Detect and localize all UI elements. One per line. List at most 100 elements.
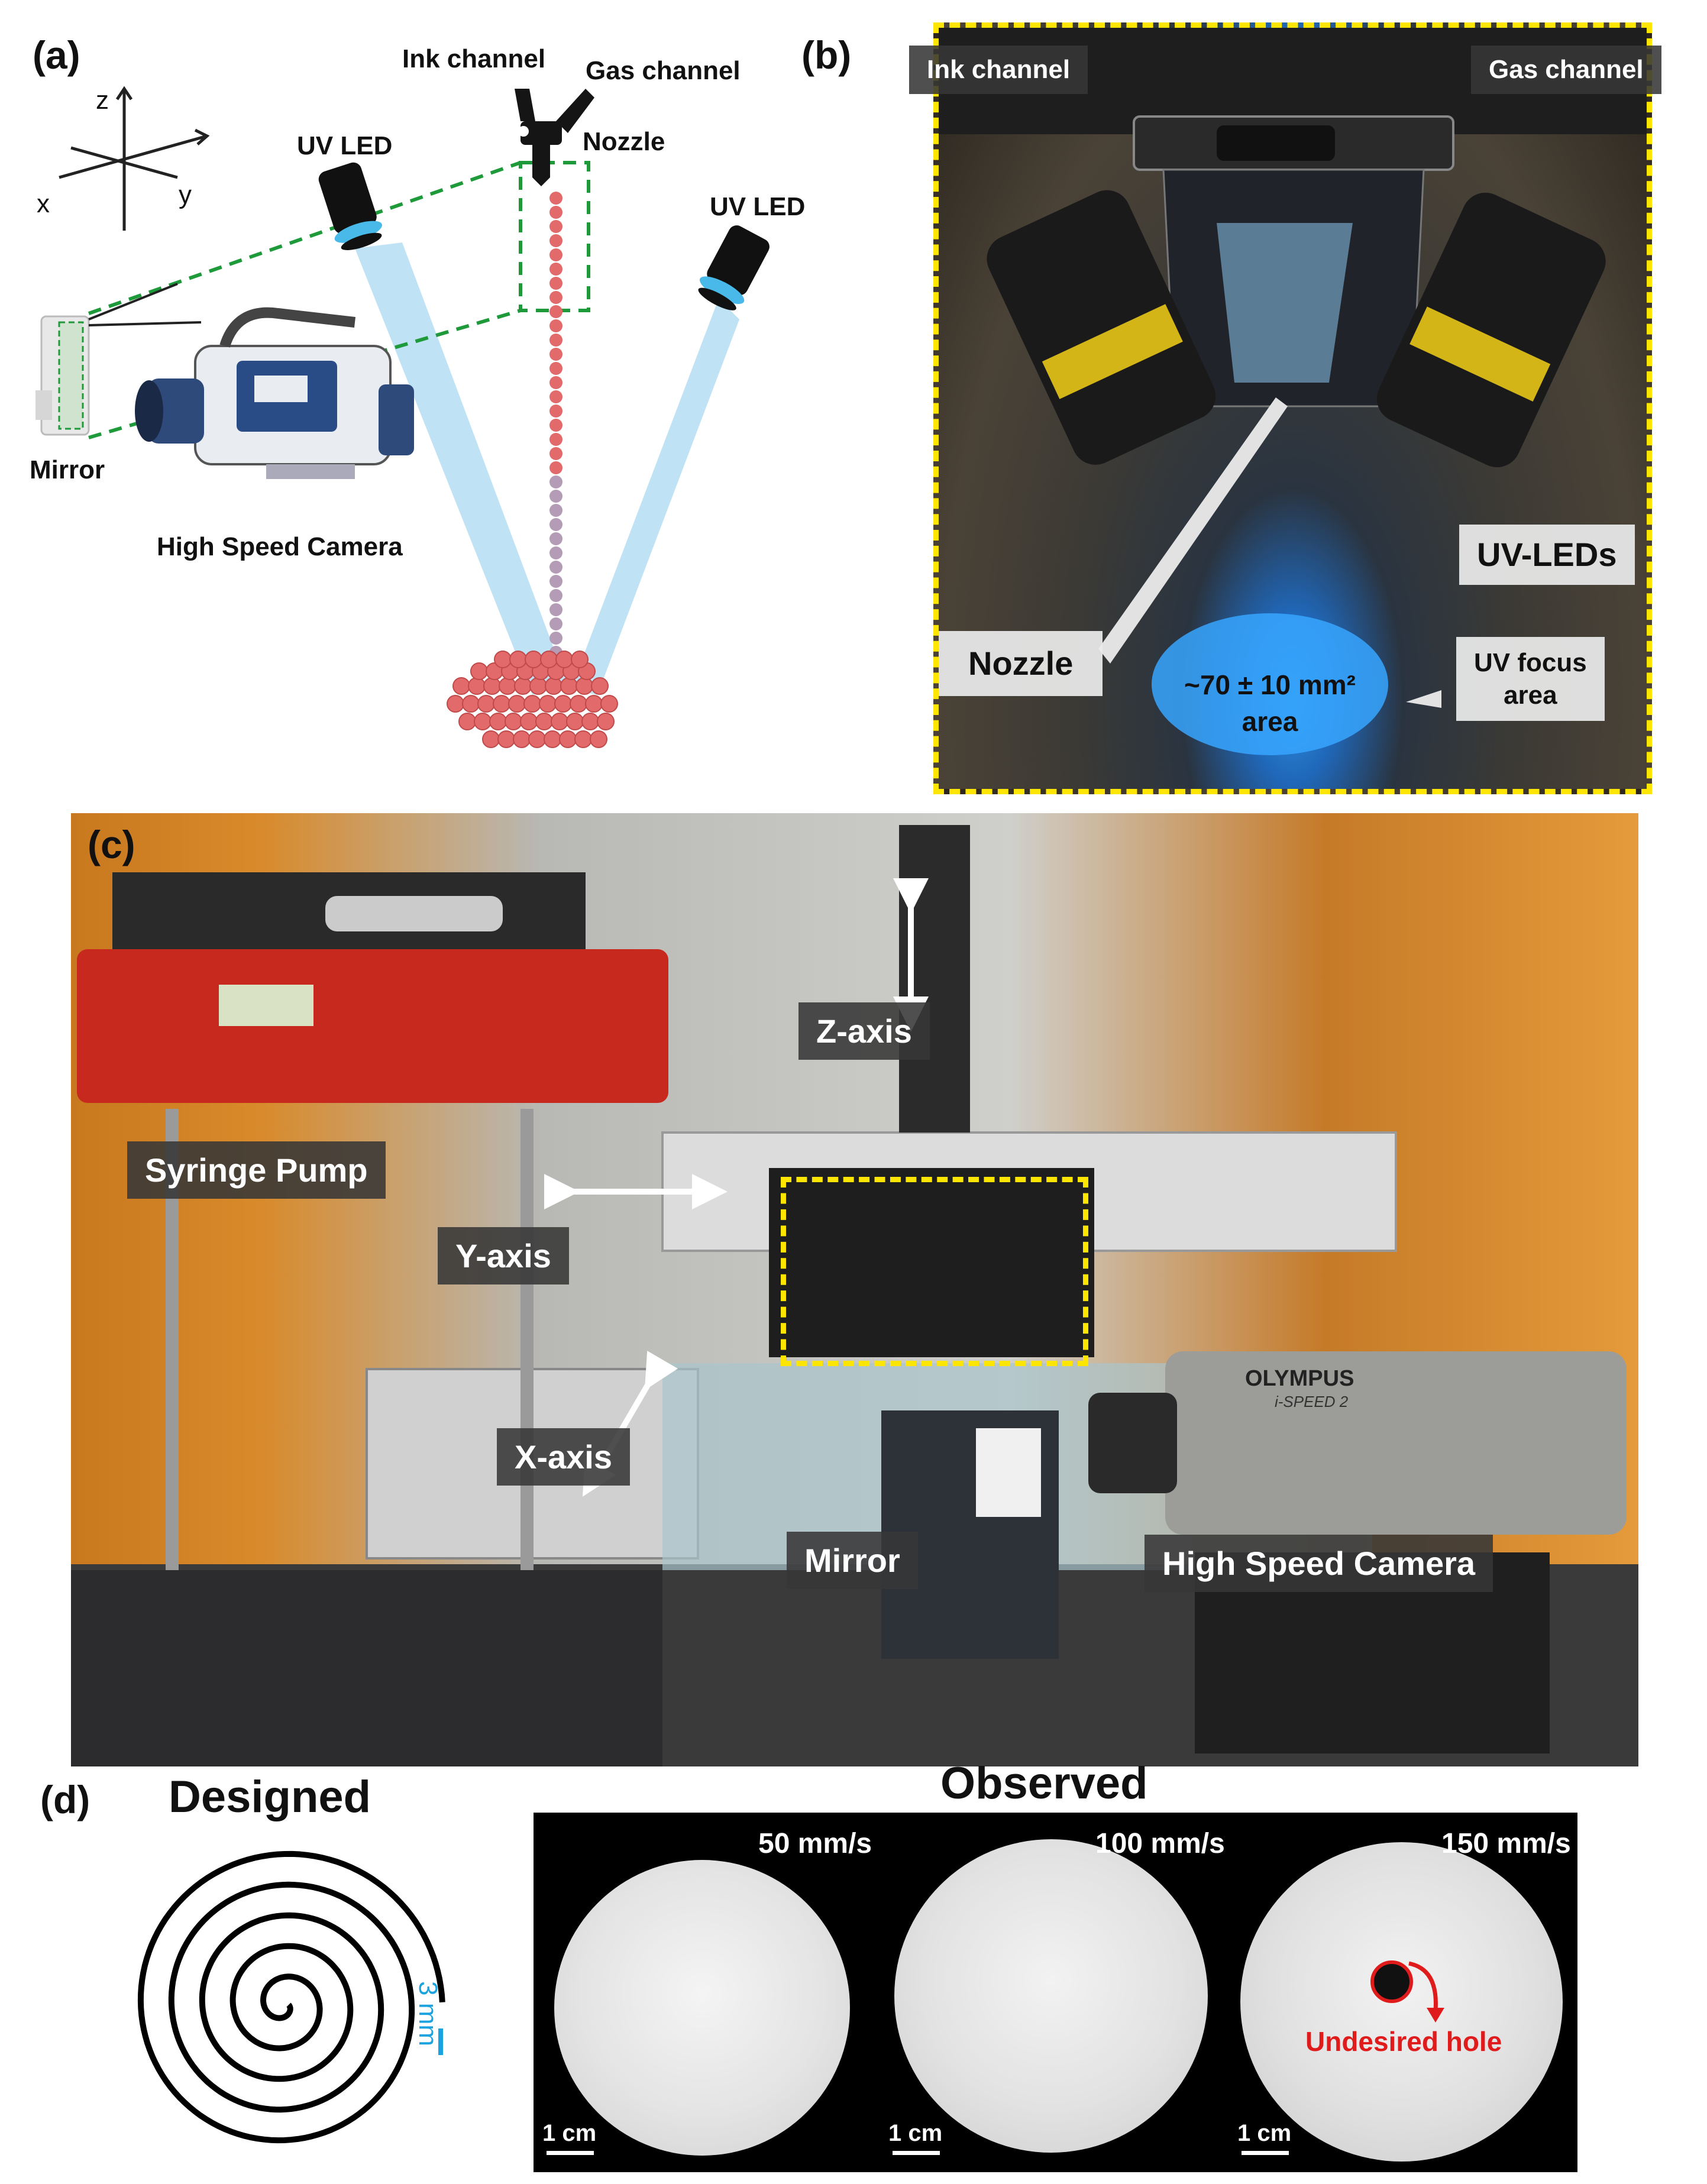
uv-led-right-label: UV LED <box>710 192 806 221</box>
panel-c-letter: (c) <box>88 823 135 866</box>
speed-label-50: 50 mm/s <box>758 1828 872 1859</box>
droplet <box>549 291 562 304</box>
high-speed-camera-icon <box>135 307 414 479</box>
axis-label-z: z <box>96 86 109 115</box>
pile-droplet <box>509 651 527 668</box>
droplet-stream <box>549 192 562 673</box>
pile-droplet <box>508 695 526 713</box>
pile-droplet <box>574 730 592 748</box>
scale-bar-150 <box>1242 2151 1289 2155</box>
area-word-text: area <box>1242 706 1298 737</box>
uv-focus-line1: UV focus <box>1474 648 1587 677</box>
scale-label-150: 1 cm <box>1237 2120 1292 2146</box>
pile-droplet <box>555 651 573 668</box>
photo-c-syringe-pump-label: Syringe Pump <box>127 1141 386 1199</box>
pile-droplet <box>470 662 488 680</box>
droplet <box>549 617 562 630</box>
sample-100: 100 mm/s 1 cm <box>882 1813 1230 2172</box>
photo-c-y-axis-label: Y-axis <box>438 1227 569 1284</box>
pile-droplet <box>554 695 572 713</box>
pile-droplet <box>505 713 522 730</box>
coordinate-axes <box>59 86 210 231</box>
designed-spiral <box>137 1850 445 2144</box>
sample-150: Undesired hole 150 mm/s 1 cm <box>1231 1813 1577 2172</box>
photo-c-z-axis-label: Z-axis <box>798 1002 930 1060</box>
foam-disc-150 <box>1240 1842 1563 2162</box>
droplet <box>549 234 562 247</box>
pile-droplet <box>513 730 531 748</box>
deposited-droplet-pile <box>447 651 618 748</box>
pile-droplet <box>497 730 515 748</box>
scale-bar-100 <box>893 2151 940 2155</box>
droplet <box>549 433 562 446</box>
pile-droplet <box>591 677 609 695</box>
photo-b-uv-leds-label: UV-LEDs <box>1459 525 1635 585</box>
designed-title: Designed <box>169 1772 371 1822</box>
panel-a-illustration <box>35 86 770 748</box>
droplet <box>549 334 562 347</box>
pile-droplet <box>458 713 476 730</box>
optical-table-left <box>71 1570 662 1766</box>
droplet <box>549 504 562 517</box>
panel-a-letter: (a) <box>33 33 80 77</box>
droplet <box>549 475 562 488</box>
observed-samples: 50 mm/s 1 cm 100 mm/s 1 cm Undesired hol… <box>534 1813 1577 2172</box>
droplet <box>549 603 562 616</box>
droplet <box>549 405 562 418</box>
droplet <box>549 220 562 233</box>
pile-droplet <box>482 730 500 748</box>
mirror-icon <box>35 283 202 436</box>
droplet <box>549 348 562 361</box>
pile-droplet <box>544 730 561 748</box>
sample-50: 50 mm/s 1 cm <box>534 1813 881 2172</box>
pile-droplet <box>570 695 587 713</box>
droplet <box>549 390 562 403</box>
droplet <box>549 277 562 290</box>
photo-b-uv-focus-area-label: UV focus area <box>1456 637 1605 721</box>
photo-b-gas-channel-label: Gas channel <box>1471 46 1661 94</box>
pile-droplet <box>483 677 501 695</box>
ink-channel-label: Ink channel <box>402 44 546 73</box>
pile-droplet <box>585 695 603 713</box>
pile-droplet <box>468 677 486 695</box>
droplet <box>549 589 562 602</box>
photo-b-nozzle-label: Nozzle <box>939 631 1103 696</box>
photo-b-area-value: ~70 ± 10 mm² area <box>1163 666 1376 740</box>
pile-droplet <box>529 677 547 695</box>
hole-arrow <box>1408 1961 1444 2023</box>
droplet <box>549 632 562 645</box>
area-value-text: ~70 ± 10 mm² <box>1184 669 1356 700</box>
panel-a: (a) <box>0 0 923 804</box>
uv-led-housing-right <box>1376 192 1606 468</box>
pile-droplet <box>525 651 542 668</box>
droplet <box>549 305 562 318</box>
droplet <box>549 263 562 276</box>
uv-led-left-label: UV LED <box>297 131 393 160</box>
pile-droplet <box>600 695 618 713</box>
observed-title: Observed <box>940 1758 1148 1808</box>
undesired-hole <box>1370 1960 1413 2003</box>
pile-droplet <box>514 677 532 695</box>
uv-led-housing-left <box>987 190 1216 465</box>
droplet <box>549 575 562 588</box>
pile-droplet <box>474 713 492 730</box>
uv-focus-spot <box>1152 613 1388 755</box>
droplet <box>549 248 562 261</box>
uv-led-right-icon <box>698 225 770 310</box>
undesired-hole-label: Undesired hole <box>1305 2026 1502 2057</box>
pile-droplet <box>447 695 464 713</box>
photo-c-high-speed-camera-label: High Speed Camera <box>1145 1535 1493 1592</box>
spacing-label: 3 mm <box>413 1981 442 2046</box>
pile-droplet <box>477 695 495 713</box>
uv-led-left-icon <box>318 162 382 250</box>
droplet <box>549 206 562 219</box>
droplet <box>549 490 562 503</box>
mirror-label: Mirror <box>30 455 105 484</box>
pile-droplet <box>545 677 562 695</box>
scale-label-50: 1 cm <box>542 2120 597 2146</box>
pile-droplet <box>535 713 553 730</box>
droplet <box>549 546 562 559</box>
pile-droplet <box>528 730 546 748</box>
pile-droplet <box>566 713 584 730</box>
gas-channel-label: Gas channel <box>586 56 741 85</box>
